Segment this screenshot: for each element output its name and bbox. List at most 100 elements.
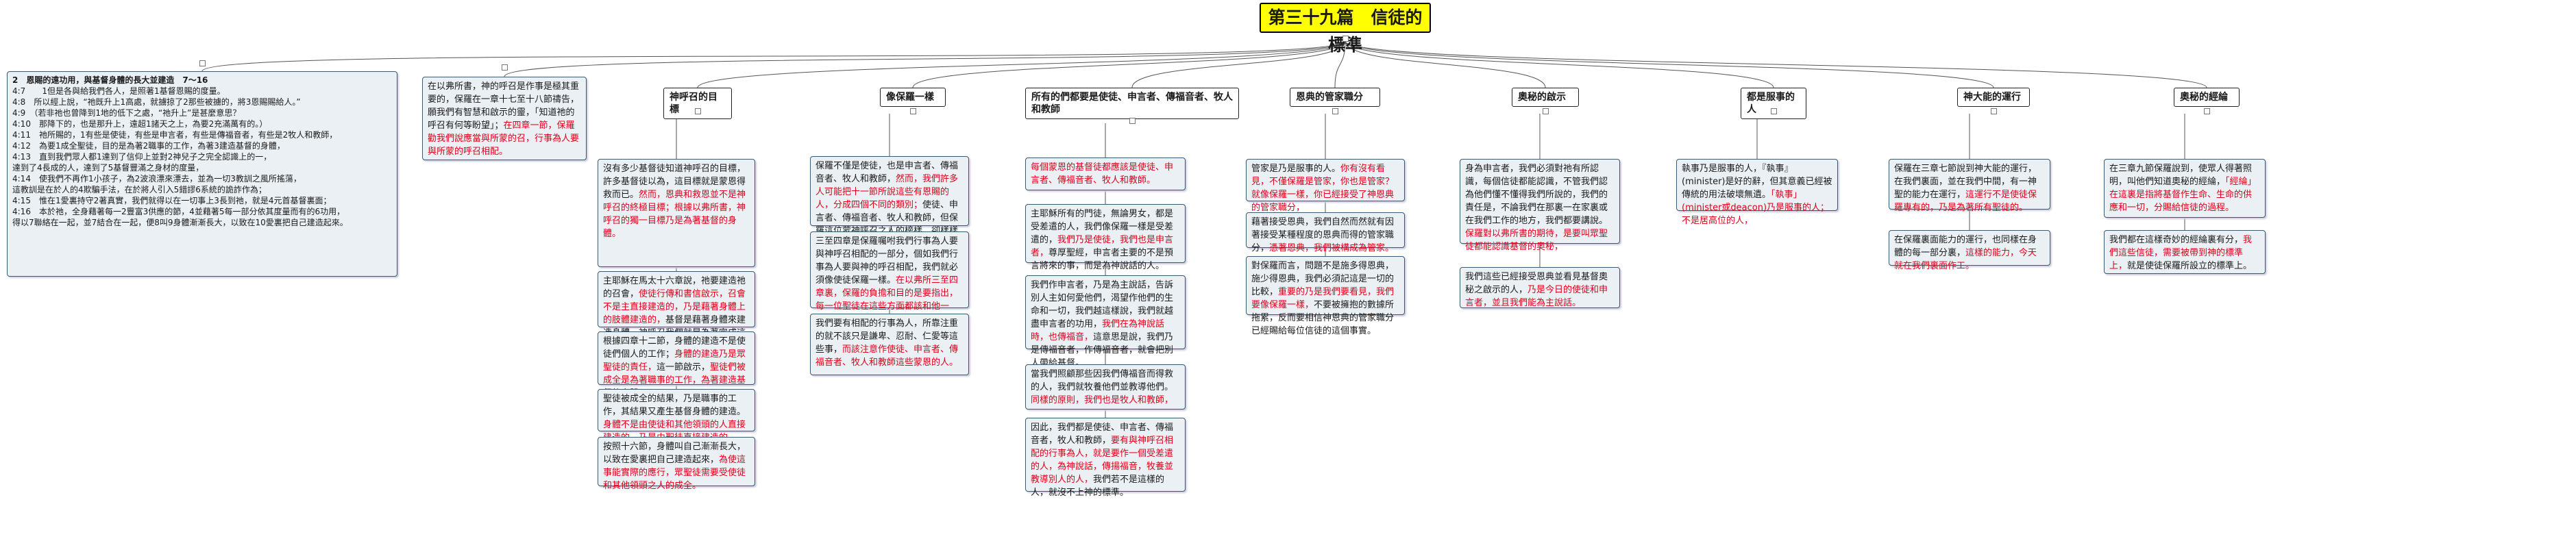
collapse-toggle[interactable] [1342,36,1349,42]
intro-box[interactable]: 在以弗所書，神的呼召是作事是極其重要的，保羅在一章十七至十八節禱告，願我們有智慧… [422,77,587,160]
emphasis-text: 你有沒有看見，不僅保羅是管家，你也是管家？就像保羅一樣，你已經接受了神恩典的管家… [1251,164,1395,213]
collapse-toggle[interactable] [502,64,508,71]
emphasis-text: 每個蒙恩的基督徒都應該是使徒、申言者、傳福音者、牧人和教師。 [1031,162,1174,186]
emphasis-text: 使徒行傳和書信啟示，召會不是主直接建造的，乃是藉著身體上的肢體建造的， [603,289,746,325]
content-box[interactable]: 保羅在三章七節說到神大能的運行，在我們裏面，並在我們中間，有一神聖的能力在運行，… [1889,159,2050,213]
connector-curve [201,40,1346,72]
topic-6[interactable]: 都是服事的人 [1741,88,1806,119]
scripture-line: 4:9 （若非祂也曾降到1地的低下之處，“祂升上”是甚麼意思？ [12,108,241,118]
body-text: 沒有多少基督徒知道神呼召的目標，許多基督徒以為，這目標就是蒙恩得救而已。 [603,164,746,200]
content-box[interactable]: 主耶穌在馬太十六章說，祂要建造祂的召會，使徒行傳和書信啟示，召會不是主直接建造的… [598,271,755,351]
body-text: 按照十六節，身體叫自己漸漸長大，以致在愛裏把自己建造起來， [603,442,746,465]
emphasis-text: 這樣的能力，今天就在我們裏面作工。 [1894,248,2037,271]
scripture-line: 4:14 使我們不再作1小孩子，為2波浪漂來漂去，並為一切3教訓之風所搖蕩， [12,174,302,184]
content-box[interactable]: 主耶穌所有的門徒，無論男女，都是受差遣的人，我們像保羅一樣是受差遣的，我們乃是使… [1025,204,1186,271]
connector-curve [912,40,1346,88]
emphasis-text: 乃是今日的使徒和申言者，並且我們能為主說話。 [1465,285,1608,308]
body-text: 這一節啟示， [657,362,711,373]
content-box[interactable]: 當我們照顧那些因我們傳福音而得救的人，我們就牧養他們並教導他們。同樣的原則，我們… [1025,364,1186,410]
body-text: 聖徒被成全的結果，乃是職事的工作，其結果又產生基督身體的建造。 [603,394,746,417]
topic-3[interactable]: 所有的們都要是使徒、申言者、傳福音者、牧人和教師 [1025,88,1239,119]
collapse-toggle[interactable] [1771,108,1777,114]
connector-curve [1131,40,1346,88]
topic-1[interactable]: 神呼召的目標 [663,88,732,119]
body-text: 在三章九節保羅說到，使眾人得著照明，叫他們知道奧秘的經綸， [2109,164,2253,187]
collapse-toggle[interactable] [199,60,206,66]
body-text: 尊厚聖經，申言者主要的不是預言將來的事，而是為神說話的人。 [1031,248,1174,271]
body-text: 就是使徒保羅所設立的標準上。 [2127,261,2253,271]
scripture-line: 4:7 1但是各與給我們各人，是照著1基督恩賜的度量。 [12,86,225,96]
topic-7[interactable]: 神大能的運行 [1957,88,2030,107]
emphasis-text: 我們乃是使徒，我們也是申言者， [1031,235,1174,258]
connector-curve [697,40,1346,88]
emphasis-text: 要有與神呼召相配的行事為人，就是要作一個受差遣的人，為神說話，傳揚福音，牧養並教… [1031,436,1174,485]
emphasis-text: 在以弗所三至四章裏，保羅的負擔和目的是要指出，每一位聖徒在這些方面都該和他一樣。 [815,275,959,325]
body-text: 執事乃是服事的人，『執事』(minister)是好的辭，但其意義已經被傳統的用法… [1682,164,1832,200]
scripture-heading: 2 恩賜的遠功用，與基督身體的長大並建造 7～16 [12,75,208,85]
collapse-toggle[interactable] [695,108,701,114]
scripture-line: 這教訓是在於人的4欺騙手法，在於將人引入5錯謬6系統的詭詐作為； [12,185,267,194]
content-box[interactable]: 藉著接受恩典，我們自然而然就有因著接受某種程度的恩典而得的管家職分，憑著恩典，我… [1246,212,1405,253]
body-text: 我們要有相配的行事為人，所靠注重的就不該只是謙卑、忍耐、仁愛等這些事， [815,318,959,355]
connector-curve [1345,40,1546,88]
content-box[interactable]: 在三章九節保羅說到，使眾人得著照明，叫他們知道奧秘的經綸，「經綸」在這裏是指將基… [2104,159,2266,218]
body-text: 保羅不僅是使徒，也是申言者、傳福音者、牧人和教師， [815,161,959,184]
emphasis-text: 我們在為神說話時，也傳福音， [1031,319,1165,342]
content-box[interactable]: 我們作申言者，乃是為主說話，告訴別人主如何愛他們，渴望作他們的生命和一切，我們越… [1025,275,1186,368]
collapse-toggle[interactable] [1991,108,1997,114]
collapse-toggle[interactable] [2204,108,2210,114]
body-text: 三至四章是保羅囑咐我們行事為人要與神呼召相配的一部分，個如我們行事為人要與神的呼… [815,236,959,286]
root-topic[interactable]: 第三十九篇 信徒的標準 [1260,3,1431,55]
content-box[interactable]: 按照十六節，身體叫自己漸漸長大，以致在愛裏把自己建造起來，為使這事能實際的應行，… [598,437,755,491]
body-text: 對保羅而言，問題不是施多得恩典，施少得恩典，我們必須記這是一切的比較， [1251,261,1395,297]
body-text: 主耶穌在馬太十六章說，祂要建造祂的召會， [603,276,746,299]
emphasis-text: 這運行不是使徒保羅專有的，乃是為著所有聖徒的。 [1894,190,2037,213]
connector-curve [1345,40,2207,88]
content-box[interactable]: 在保羅裏面能力的運行，也同樣在身體的每一部分裏，這樣的能力，今天就在我們裏面作工… [1889,230,2050,271]
emphasis-text: 保羅對以弗所書的期待，是要叫眾聖徒都能認識基督的奧秘， [1465,229,1608,252]
content-box[interactable]: 對保羅而言，問題不是施多得恩典，施少得恩典，我們必須記這是一切的比較，重要的乃是… [1246,256,1405,336]
content-box[interactable]: 三至四章是保羅囑咐我們行事為人要與神呼召相配的一部分，個如我們行事為人要與神的呼… [810,231,969,325]
content-box[interactable]: 保羅不僅是使徒，也是申言者、傳福音者、牧人和教師，然而，我們許多人可能把十一節所… [810,156,969,249]
scripture-box[interactable]: 2 恩賜的遠功用，與基督身體的長大並建造 7～16 4:7 1但是各與給我們各人… [7,71,397,277]
collapse-toggle[interactable] [1332,108,1338,114]
content-box[interactable]: 每個蒙恩的基督徒都應該是使徒、申言者、傳福音者、牧人和教師。 [1025,158,1186,190]
body-text: 我們若不是這樣的人，就沒不上神的標準。 [1031,475,1165,498]
content-box[interactable]: 身為申言者，我們必須對祂有所認識，每個信徒都能認識，不管我們認為他們懂不懂得我們… [1460,159,1620,252]
body-text: 因此，我們都是使徒、申言者、傳福音者，牧人和教師， [1031,423,1174,446]
emphasis-text: 而該注意作使徒、申言者、傳福音者、牧人和教師這些蒙恩的人。 [815,344,959,368]
connector-curve [504,40,1346,77]
scripture-lines: 4:7 1但是各與給我們各人，是照著1基督恩賜的度量。4:8 所以經上說，“祂既… [12,86,392,228]
emphasis-text: 同樣的原則，我們也是牧人和教師， [1031,395,1174,405]
emphasis-text: 重要的乃是我們要看見，我們要像保羅一樣， [1251,287,1395,310]
body-text: 主耶穌所有的門徒，無論男女，都是受差遣的人，我們像保羅一樣是受差遣的， [1031,209,1174,245]
topic-4[interactable]: 恩典的管家職分 [1290,88,1380,107]
content-box[interactable]: 管家是乃是服事的人。你有沒有看見，不僅保羅是管家，你也是管家？就像保羅一樣，你已… [1246,159,1405,213]
body-text: 我們作申言者，乃是為主說話，告訴別人主如何愛他們，渴望作他們的生命和一切，我們越… [1031,280,1174,329]
scripture-line: 得以7聯絡在一起，並7結合在一起，便8叫9身體漸漸長大，以致在10愛裏把自己建造… [12,218,348,227]
content-box[interactable]: 因此，我們都是使徒、申言者、傳福音者，牧人和教師，要有與神呼召相配的行事為人，就… [1025,418,1186,498]
body-text: 在保羅裏面能力的運行，也同樣在身體的每一部分裏， [1894,235,2037,258]
topic-2[interactable]: 像保羅一樣 [880,88,946,107]
body-text: 身為申言者，我們必須對祂有所認識，每個信徒都能認識，不管我們認為他們懂不懂得我們… [1465,164,1608,226]
content-box[interactable]: 聖徒被成全的結果，乃是職事的工作，其結果又產生基督身體的建造。身體不是由使徒和其… [598,389,755,443]
topic-5[interactable]: 奧秘的啟示 [1512,88,1579,107]
emphasis-text: 然而，恩典和救恩並不是神呼召的終極目標；根據以弗所書，神呼召的獨一目標乃是為著基… [603,190,746,239]
content-box[interactable]: 沒有多少基督徒知道神呼召的目標，許多基督徒以為，這目標就是蒙恩得救而已。然而，恩… [598,159,755,267]
content-box[interactable]: 根據四章十二節，身體的建造不是使徒們個人的工作；身體的建造乃是眾聖徒的責任，這一… [598,331,755,399]
collapse-toggle[interactable] [1543,108,1549,114]
collapse-toggle[interactable] [1129,118,1136,124]
content-box[interactable]: 我們都在這樣奇妙的經綸裏有分，我們這些信徒，需要被帶到神的標準上，就是使徒保羅所… [2104,230,2266,274]
emphasis-text: 「經綸」在這裏是指將基督作生命、生命的供應和一切，分賜給信徒的過程。 [2109,177,2257,213]
scripture-line: 4:12 為要1成全聖徒，目的是為著2職事的工作，為著3建造基督的身體， [12,141,285,151]
body-text: 我們都在這樣奇妙的經綸裏有分， [2109,235,2244,245]
content-box[interactable]: 執事乃是服事的人，『執事』(minister)是好的辭，但其意義已經被傳統的用法… [1676,159,1838,226]
content-box[interactable]: 我們這些已經接受恩典並看見基督奧秘之啟示的人，乃是今日的使徒和申言者，並且我們能… [1460,267,1620,308]
collapse-toggle[interactable] [910,108,916,114]
body-text: 不要被擁抱的數據所拖累，反而要相信神恩典的管家職分已經賜給每位信徒的這個事實。 [1251,300,1395,336]
scripture-line: 4:13 直到我們眾人都1達到了信仰上並對2神兒子之完全認識上的一， [12,152,272,162]
connector-curve [1345,40,1994,88]
topic-8[interactable]: 奧秘的經綸 [2174,88,2240,107]
scripture-line: 4:8 所以經上說，“祂既升上1高處，就擄掠了2那些被擄的，將3恩賜賜給人。” [12,97,301,107]
content-box[interactable]: 我們要有相配的行事為人，所靠注重的就不該只是謙卑、忍耐、仁愛等這些事，而該注意作… [810,314,969,375]
